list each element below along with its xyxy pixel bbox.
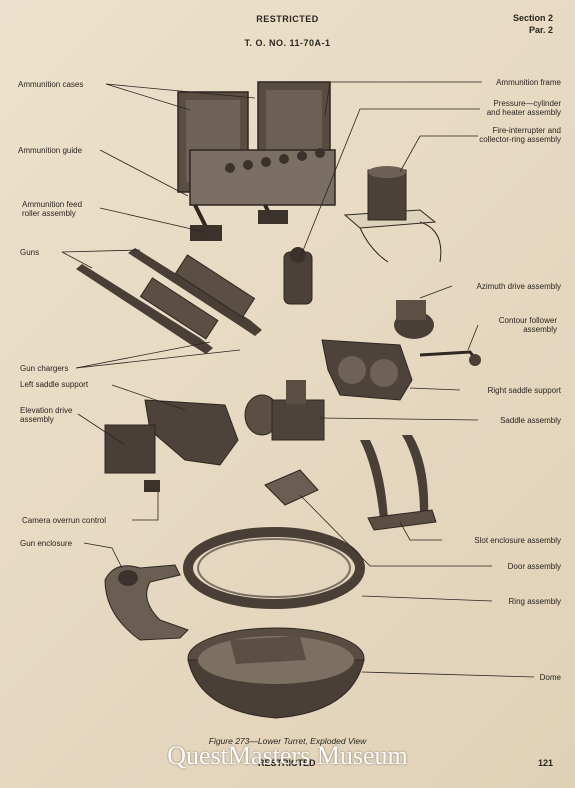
camera-overrun-drawing xyxy=(144,480,160,492)
saddle-assembly-drawing xyxy=(244,380,325,441)
label-pressure-cylinder: Pressure—cylinder and heater assembly xyxy=(486,99,561,117)
ring-assembly-drawing xyxy=(183,527,365,609)
azimuth-drive-drawing xyxy=(394,300,481,366)
footer-classification: RESTRICTED xyxy=(258,758,316,768)
label-left-saddle-support: Left saddle support xyxy=(20,380,89,389)
pressure-cylinder-drawing xyxy=(283,247,313,305)
guns-drawing xyxy=(76,248,262,354)
label-guns: Guns xyxy=(20,248,40,257)
door-assembly-drawing xyxy=(264,469,319,506)
left-saddle-support-drawing xyxy=(104,399,239,474)
paragraph-label: Par. 2 xyxy=(528,25,553,35)
leader-lines xyxy=(61,81,535,678)
label-fire-interrupter: Fire-interrupter and collector-ring asse… xyxy=(479,126,561,144)
label-gun-enclosure: Gun enclosure xyxy=(20,539,73,548)
document-number: T. O. NO. 11-70A-1 xyxy=(244,38,331,48)
section-label: Section 2 xyxy=(512,13,553,23)
right-saddle-support-drawing xyxy=(321,339,413,401)
label-ring-assembly: Ring assembly xyxy=(508,597,561,606)
figure-caption: Figure 273—Lower Turret, Exploded View xyxy=(208,736,367,746)
fire-interrupter-drawing xyxy=(343,166,442,263)
label-slot-enclosure: Slot enclosure assembly xyxy=(474,536,561,545)
label-elevation-drive: Elevation drive assembly xyxy=(20,406,73,424)
ammunition-cases-drawing xyxy=(177,81,336,242)
label-gun-chargers: Gun chargers xyxy=(20,364,69,373)
label-ammunition-frame: Ammunition frame xyxy=(496,78,561,87)
dome-drawing xyxy=(187,627,365,719)
slot-enclosure-drawing xyxy=(360,435,437,531)
label-ammunition-cases: Ammunition cases xyxy=(18,80,84,89)
watermark: QuestMasters Museum xyxy=(167,741,408,770)
label-dome: Dome xyxy=(539,673,561,682)
label-contour-follower: Contour follower assembly xyxy=(498,316,557,334)
label-door-assembly: Door assembly xyxy=(507,562,561,571)
page-number: 121 xyxy=(537,758,553,768)
label-ammunition-feed-roller: Ammunition feed roller assembly xyxy=(22,200,83,218)
label-azimuth-drive: Azimuth drive assembly xyxy=(476,282,561,291)
header-classification: RESTRICTED xyxy=(256,14,319,24)
label-right-saddle-support: Right saddle support xyxy=(487,386,561,395)
gun-enclosure-drawing xyxy=(104,564,189,641)
label-ammunition-guide: Ammunition guide xyxy=(18,146,83,155)
label-saddle-assembly: Saddle assembly xyxy=(500,416,561,425)
label-camera-overrun-control: Camera overrun control xyxy=(22,516,107,525)
